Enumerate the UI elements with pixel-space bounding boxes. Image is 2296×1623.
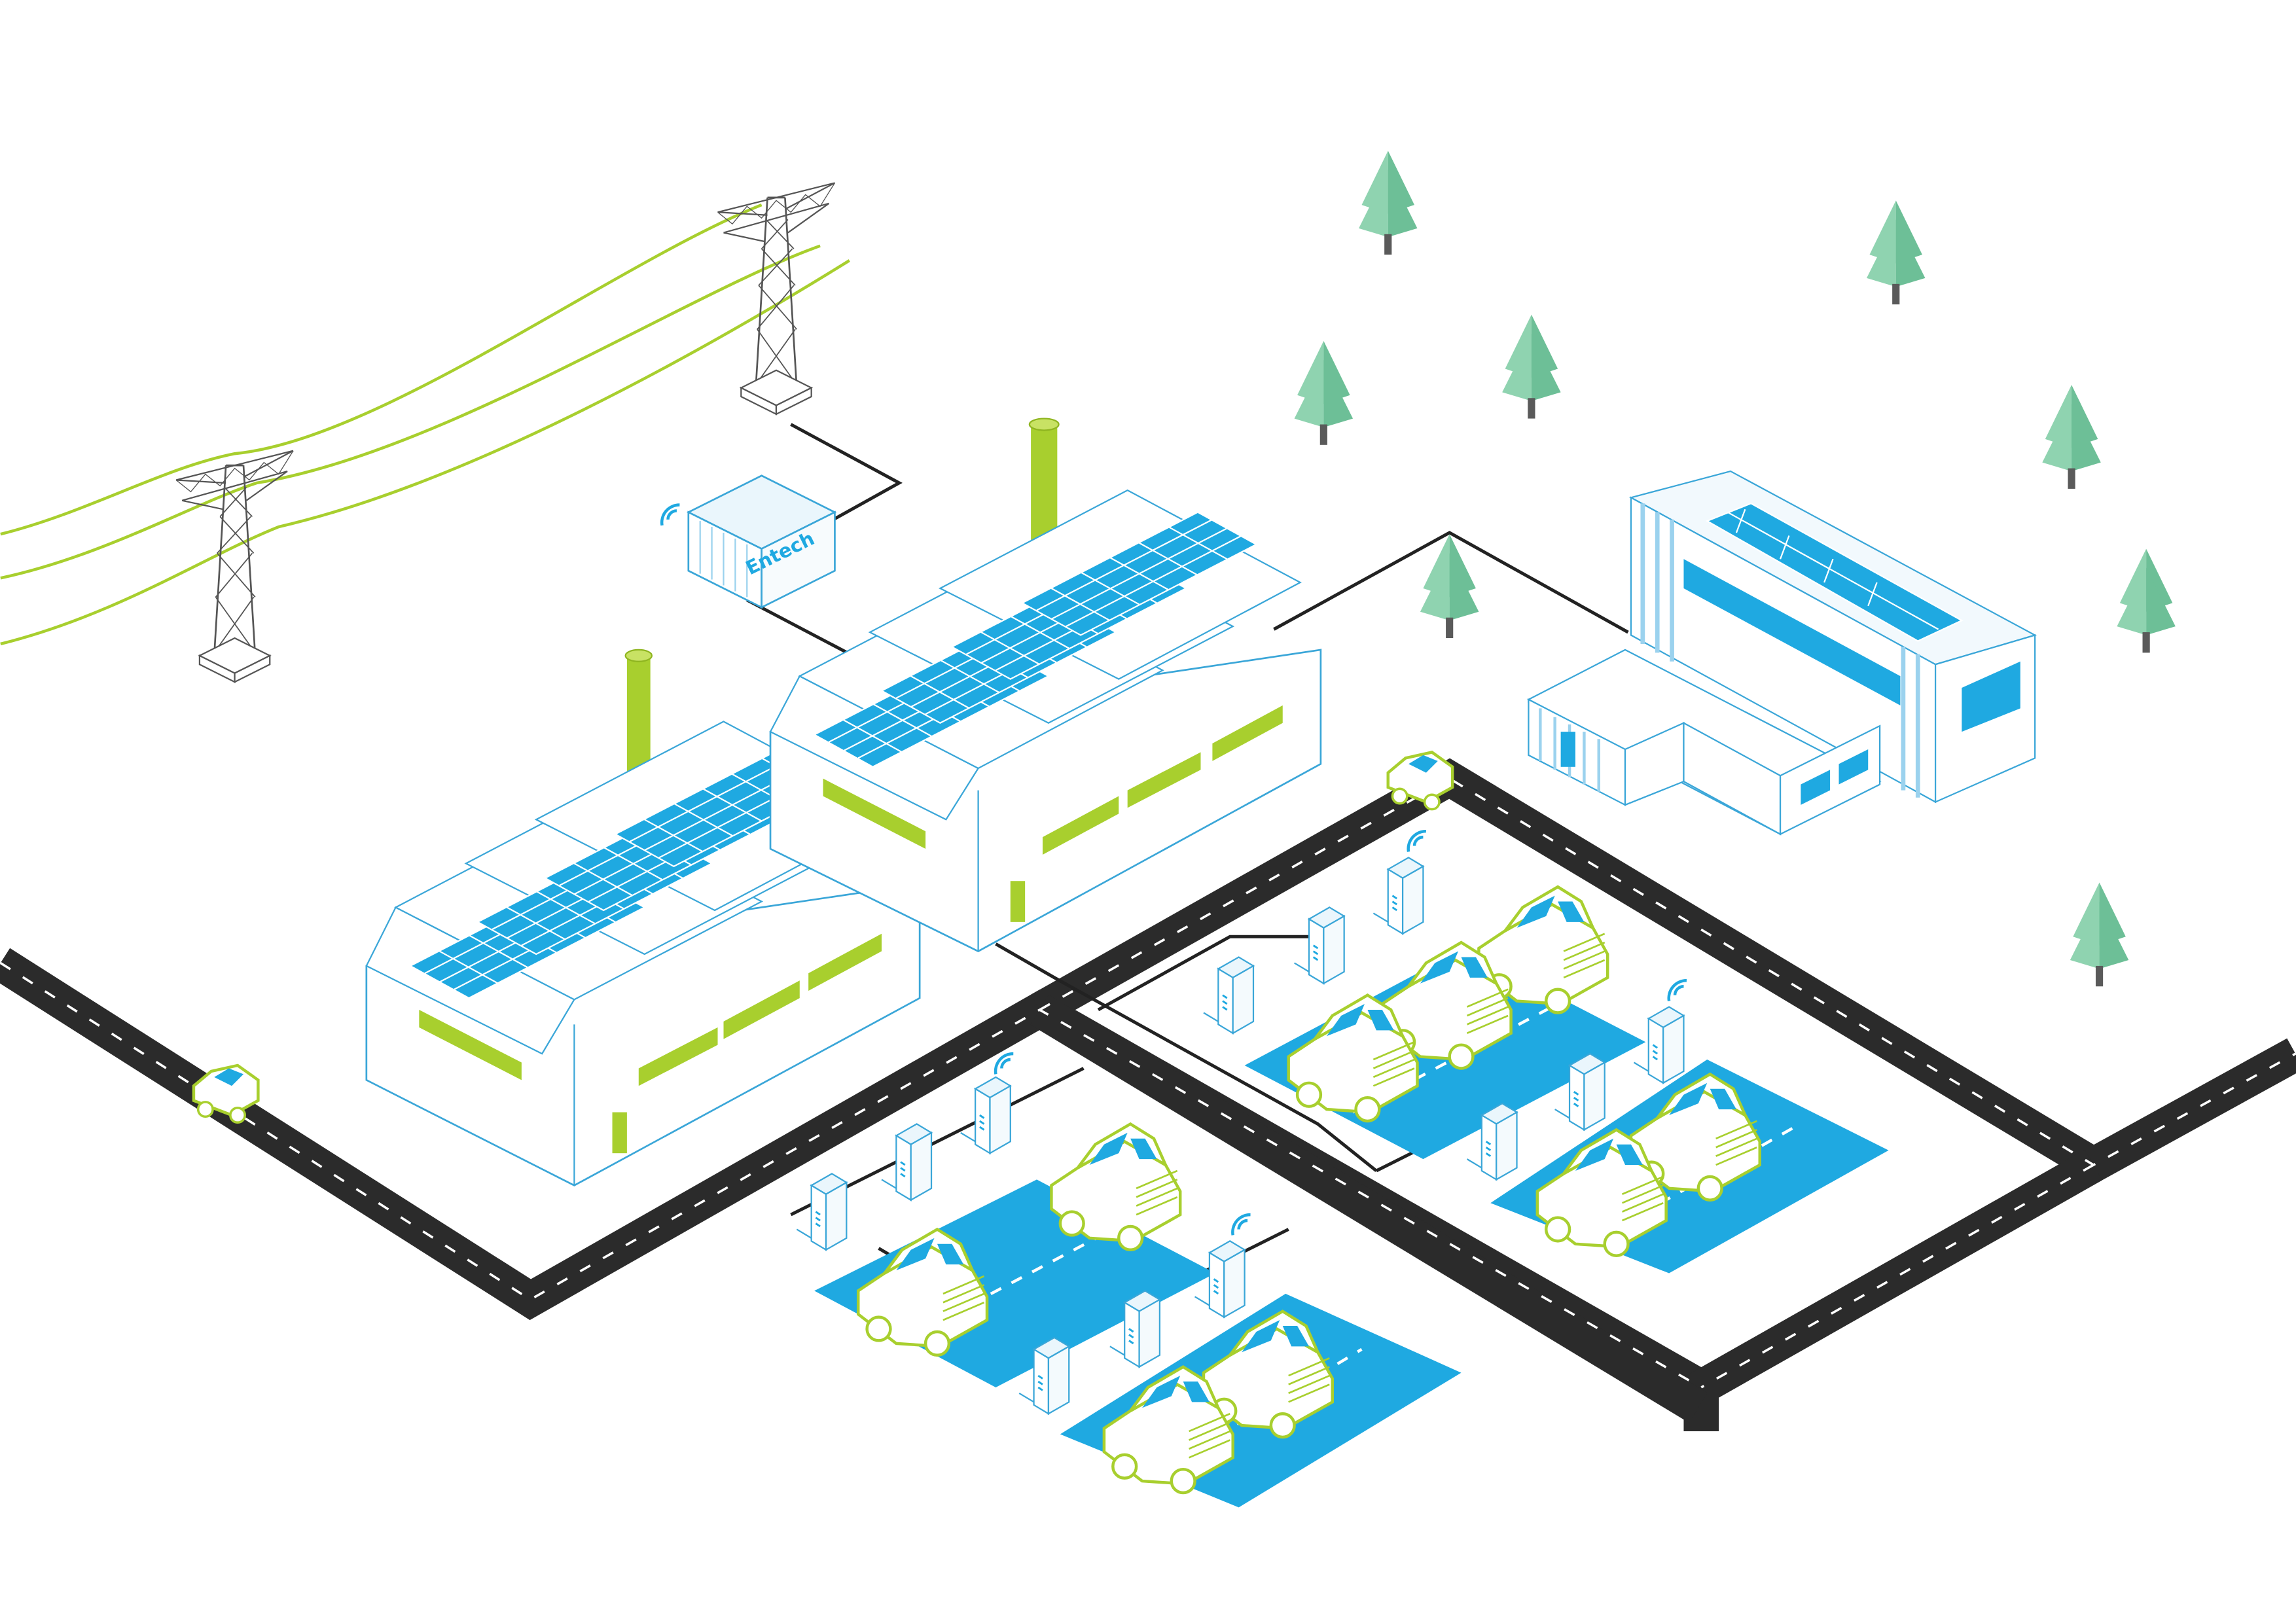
transmission-wires [0,203,850,646]
office-building [1526,470,2037,836]
pylon-icon [175,182,836,683]
wifi-icon [662,505,679,526]
battery-storage-container: Entech [686,474,837,609]
factory-right [769,418,1322,953]
road-network [0,758,2296,1432]
